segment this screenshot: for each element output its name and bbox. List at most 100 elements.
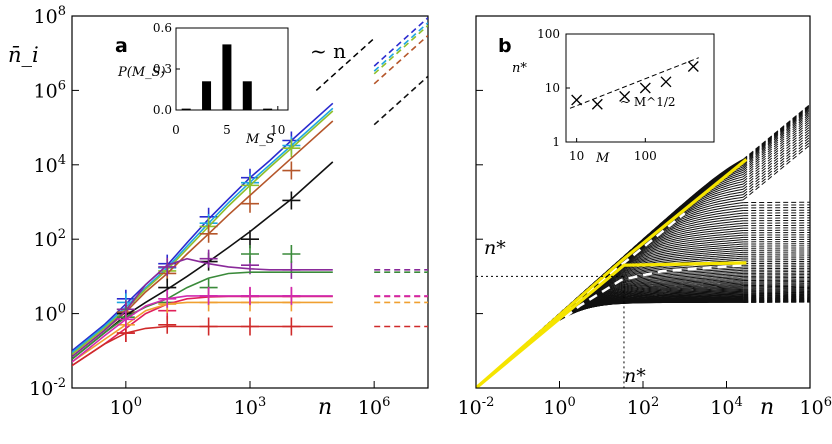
series-line-0 <box>72 102 334 352</box>
series-line-3 <box>72 120 334 358</box>
inset-fit-line <box>569 57 699 109</box>
trajectory-dashed-extension <box>742 115 810 171</box>
trajectory-line <box>476 294 744 388</box>
panel-a-reference-line <box>315 37 375 91</box>
x-tick-label: 102 <box>627 395 659 419</box>
x-tick-label: 103 <box>234 395 266 419</box>
series-marker-3-3 <box>241 194 259 213</box>
series-dashed-extension-0 <box>373 17 428 67</box>
trajectory-dashed-extension <box>742 105 810 162</box>
trajectory-line <box>476 234 744 388</box>
panel-a-curves <box>72 17 428 367</box>
x-tick-label: 104 <box>710 395 742 419</box>
panel-b-inset-y-label: n* <box>512 61 527 76</box>
inset-y-tick-label: 100 <box>537 27 560 41</box>
y-tick-label: 106 <box>34 78 66 102</box>
trajectory-line <box>476 301 744 388</box>
series-marker-2-4 <box>282 139 301 158</box>
panel-b-ticks: 10-2 100 102 104 106 <box>458 15 832 419</box>
series-dashed-extension-3 <box>373 34 428 85</box>
inset-y-tick-label: 0.6 <box>153 21 172 35</box>
inset-point <box>639 82 651 94</box>
series-marker-6-4 <box>282 245 301 264</box>
trajectory-dashed-extension <box>742 104 810 160</box>
panel-a-y-axis-label: n̄_i <box>8 43 39 67</box>
inset-bar <box>263 108 273 111</box>
trajectory-dashed-extension <box>742 126 810 182</box>
series-marker-9-3 <box>241 317 259 336</box>
trajectory-dashed-extension <box>742 144 810 201</box>
y-tick-label: 102 <box>34 227 66 251</box>
trajectory-line <box>476 298 744 388</box>
trajectory-line <box>476 290 744 388</box>
trajectory-dashed-extension <box>742 107 810 164</box>
trajectory-dashed-extension <box>742 106 810 163</box>
inset-x-tick-label: 0 <box>172 123 180 137</box>
inset-y-tick-label: 10 <box>545 81 560 95</box>
inset-bar <box>242 81 252 110</box>
trajectory-line <box>476 301 744 388</box>
series-marker-4-4 <box>282 191 301 210</box>
x-tick-label: 106 <box>800 395 832 419</box>
series-marker-10-4 <box>282 286 301 305</box>
inset-bar <box>222 44 232 110</box>
series-dashed-extension-2 <box>373 24 428 75</box>
trajectory-line <box>476 230 744 388</box>
inset-point <box>660 76 672 88</box>
trajectory-dashed-extension <box>742 113 810 169</box>
trajectory-dashed-extension <box>742 119 810 175</box>
panel-b-letter: b <box>498 35 512 57</box>
trajectory-dashed-extension <box>742 123 810 180</box>
series-dashed-extension-4 <box>373 75 428 126</box>
white-dashed-curve-1 <box>517 263 747 356</box>
series-marker-5-2 <box>199 249 218 268</box>
inset-x-tick-label: 100 <box>634 149 657 163</box>
trajectory-line <box>476 296 744 388</box>
trajectory-dashed-extension <box>742 133 810 190</box>
trajectory-dashed-extension <box>742 128 810 185</box>
trajectory-dashed-extension <box>742 131 810 188</box>
trajectory-line <box>476 232 744 388</box>
series-marker-9-4 <box>282 317 301 336</box>
highlight-curve-0 <box>476 158 748 388</box>
y-tick-label: 108 <box>34 4 66 28</box>
trajectory-line <box>476 296 744 388</box>
trajectory-line <box>476 227 744 388</box>
trajectory-dashed-extension <box>742 121 810 178</box>
x-tick-label: 100 <box>543 395 575 419</box>
panel-b-threshold-lines <box>476 275 625 388</box>
panel-a-inset-frame <box>175 27 289 111</box>
series-line-5 <box>72 257 333 358</box>
series-marker-9-1 <box>158 315 177 334</box>
series-dashed-extension-1 <box>373 22 428 72</box>
x-tick-label: 10-2 <box>458 395 495 419</box>
trajectory-line <box>476 293 744 388</box>
series-line-9 <box>72 325 333 367</box>
series-marker-3-2 <box>199 224 218 243</box>
trajectory-line <box>476 301 744 388</box>
series-line-1 <box>72 107 334 354</box>
panel-b-threshold-x-label: n* <box>624 365 646 387</box>
trajectory-line <box>476 222 744 388</box>
trajectory-dashed-extension <box>742 117 810 173</box>
trajectory-line <box>476 295 744 388</box>
series-marker-10-1 <box>158 289 177 308</box>
panel-b-inset-fit-label: ~ M^1/2 <box>620 95 676 109</box>
trajectory-line <box>476 300 744 388</box>
series-marker-10-0 <box>116 310 135 329</box>
trajectory-line <box>476 301 744 388</box>
inset-point <box>619 90 631 102</box>
panel-a-letter: a <box>115 35 128 57</box>
inset-bar <box>202 81 212 110</box>
panel-b-threshold-y-label: n* <box>484 237 506 259</box>
inset-point <box>591 98 603 110</box>
series-marker-6-3 <box>241 245 259 264</box>
inset-x-tick-label: 10 <box>569 149 584 163</box>
panel-a-x-axis-label: n <box>318 395 332 420</box>
